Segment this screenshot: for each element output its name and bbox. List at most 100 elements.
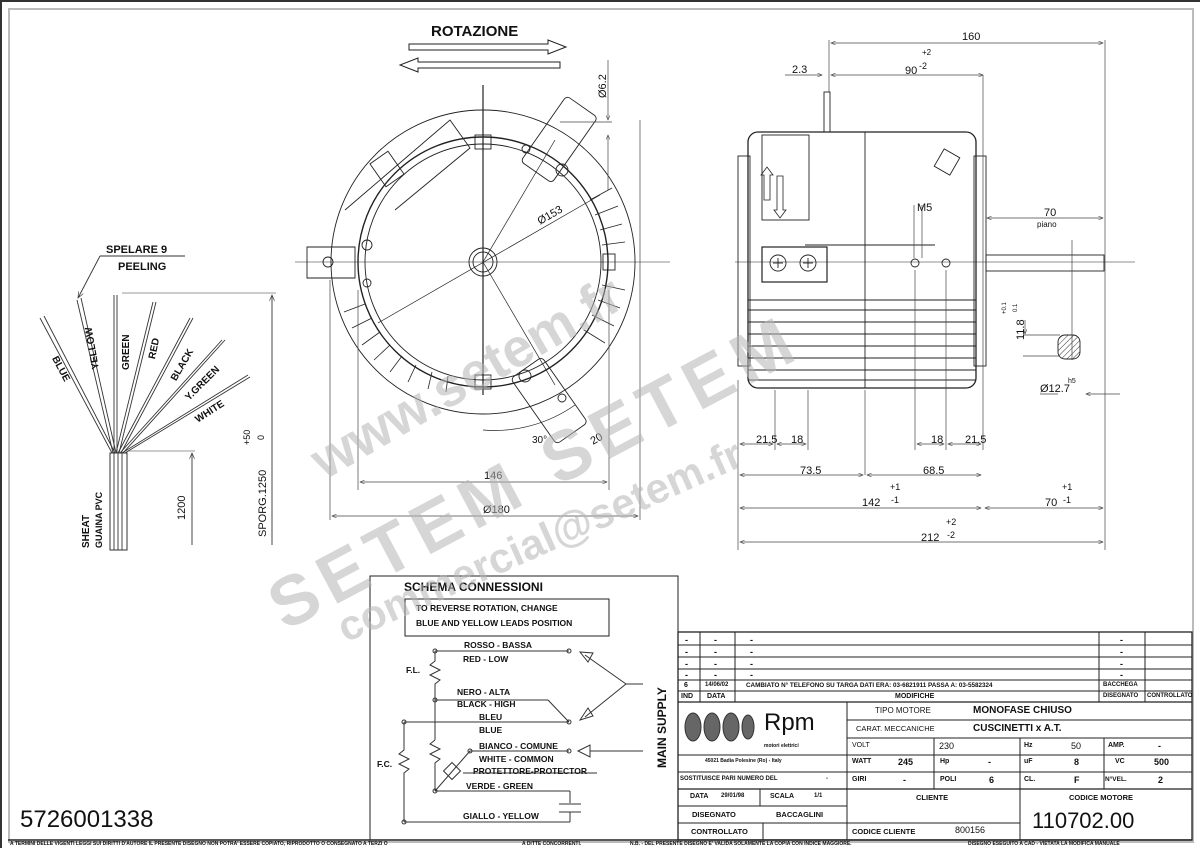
schema-note-line1: TO REVERSE ROTATION, CHANGE xyxy=(416,603,558,613)
scala-value: 1/1 xyxy=(814,793,823,799)
front-view xyxy=(295,85,670,444)
protrusion-dim: SPORG.1250 xyxy=(257,469,269,537)
disegnato-label: DISEGNATO xyxy=(692,810,736,819)
dim-212-tol-plus: +2 xyxy=(946,517,957,527)
giri-label: GIRI xyxy=(852,776,867,783)
footer-nb: N.B. - DEL PRESENTE DISEGNO E' VALIDA SO… xyxy=(630,841,852,847)
codice-cliente-value: 800156 xyxy=(955,825,986,835)
rev-row-3-dis: - xyxy=(1120,659,1123,669)
protrusion-tol-minus: 0 xyxy=(256,434,266,440)
volt-label: VOLT xyxy=(852,742,870,749)
lead-black-it: NERO - ALTA xyxy=(457,687,511,697)
sostituisce-value: - xyxy=(826,776,828,782)
data-label: DATA xyxy=(690,793,709,800)
rev-row-3-ind: - xyxy=(685,659,688,669)
data-value: 29/01/98 xyxy=(721,793,745,799)
tipo-motore-label: TIPO MOTORE xyxy=(875,706,931,715)
rev-row-1-ind: - xyxy=(685,635,688,645)
rev-header-dis: DISEGNATO xyxy=(1103,693,1139,699)
schema-title: SCHEMA CONNESSIONI xyxy=(404,580,543,594)
angle-dim: 30° xyxy=(532,435,548,446)
dim-212: 212 xyxy=(921,532,940,544)
shaft-flat-note: piano xyxy=(1037,220,1057,229)
scala-label: SCALA xyxy=(770,793,795,800)
carat-meccaniche-label: CARAT. MECCANICHE xyxy=(856,724,935,733)
part-number: 5726001338 xyxy=(20,806,154,833)
hp-value: - xyxy=(988,757,991,767)
lead-blue-it: BLEU xyxy=(479,712,503,722)
hz-value: 50 xyxy=(1071,741,1082,751)
watt-value: 245 xyxy=(898,757,914,767)
volt-value: 230 xyxy=(939,741,955,751)
rev-row-3-data: - xyxy=(714,659,717,669)
fl-label: F.L. xyxy=(406,665,421,675)
rev-header-ind: IND xyxy=(681,693,694,700)
dim-68-5: 68.5 xyxy=(923,465,945,477)
codice-motore-label: CODICE MOTORE xyxy=(1069,793,1134,802)
footer-copyright: A TERMINI DELLE VIGENTI LEGGI SUI DIRITT… xyxy=(10,841,388,847)
vc-value: 500 xyxy=(1154,757,1170,767)
cl-label: CL. xyxy=(1024,776,1036,783)
amp-value: - xyxy=(1158,741,1161,751)
lead-wires xyxy=(39,255,276,551)
rpm-logo-rings xyxy=(684,712,755,742)
tipo-motore-value: MONOFASE CHIUSO xyxy=(973,705,1072,716)
schema-box xyxy=(369,575,679,841)
rev-row-2-dis: - xyxy=(1120,647,1123,657)
nvel-label: N°VEL. xyxy=(1105,776,1127,783)
hp-label: Hp xyxy=(940,758,950,765)
drawing-sheet-border xyxy=(8,8,1194,843)
dim-212-tol-minus: -2 xyxy=(947,530,956,540)
overall-length-dim: 160 xyxy=(962,31,981,43)
company-name: Rpm xyxy=(764,709,815,736)
rev-row-4-ind: - xyxy=(685,670,688,680)
protector-label: PROTETTORE-PROTECTOR xyxy=(473,766,587,776)
dim-90-tol-plus: +2 xyxy=(922,48,932,57)
shaft-fit: h5 xyxy=(1068,378,1076,385)
dim-21-5-right: 21.5 xyxy=(965,434,987,446)
sheath-label-it: GUAINA PVC xyxy=(94,491,104,548)
cl-value: F xyxy=(1074,775,1080,785)
amp-label: AMP. xyxy=(1108,742,1125,749)
footer-competitors: A DITTE CONCORRENTI. xyxy=(522,841,582,847)
rev-row-2-data: - xyxy=(714,647,717,657)
dim-90-tol-minus: -2 xyxy=(919,61,928,71)
rev-row-5-ind: 6 xyxy=(684,682,688,689)
dim-73-5: 73.5 xyxy=(800,465,822,477)
key-tol-minus: 0.1 xyxy=(1013,303,1019,312)
schema-note-line2: BLUE AND YELLOW LEADS POSITION xyxy=(416,618,573,628)
rev-row-3-mod: - xyxy=(750,659,753,669)
lead-black-en: BLACK - HIGH xyxy=(457,699,516,709)
dim-142: 142 xyxy=(862,497,881,509)
poli-value: 6 xyxy=(989,775,995,785)
cliente-label: CLIENTE xyxy=(916,793,949,802)
rev-header-con: CONTROLLATO xyxy=(1147,693,1193,699)
rev-row-5-dis: BACCHEGA xyxy=(1103,682,1138,688)
side-view xyxy=(735,91,1135,389)
company-tagline: motori elettrici xyxy=(764,743,799,749)
lead-green: VERDE - GREEN xyxy=(466,781,534,791)
rev-row-4-dis: - xyxy=(1120,670,1123,680)
dim-70-bottom: 70 xyxy=(1045,497,1058,509)
key-tol-plus: +0.1 xyxy=(1002,302,1008,314)
dim-142-tol-plus: +1 xyxy=(890,482,901,492)
front-dimensions xyxy=(329,60,641,520)
lead-yellow: GIALLO - YELLOW xyxy=(463,811,539,821)
dim-18-right: 18 xyxy=(931,434,944,446)
vc-label: VC xyxy=(1115,758,1125,765)
rev-row-1-dis: - xyxy=(1120,635,1123,645)
dim-70-tol-minus: -1 xyxy=(1063,495,1072,505)
rotation-arrows xyxy=(398,39,568,73)
nvel-value: 2 xyxy=(1158,775,1164,785)
flange-thickness-dim: 2.3 xyxy=(792,64,808,76)
rev-row-5-mod: CAMBIATO N° TELEFONO SU TARGA DATI ERA: … xyxy=(746,682,993,689)
rev-row-2-mod: - xyxy=(750,647,753,657)
rotation-label: ROTAZIONE xyxy=(431,23,519,40)
rev-header-mod: MODIFICHE xyxy=(895,693,935,700)
rev-row-1-data: - xyxy=(714,635,717,645)
rev-row-4-data: - xyxy=(714,670,717,680)
diameter-180-dim: Ø180 xyxy=(483,504,510,516)
disegnato-value: BACCAGLINI xyxy=(776,810,824,819)
lead-white-en: WHITE - COMMON xyxy=(479,754,554,764)
